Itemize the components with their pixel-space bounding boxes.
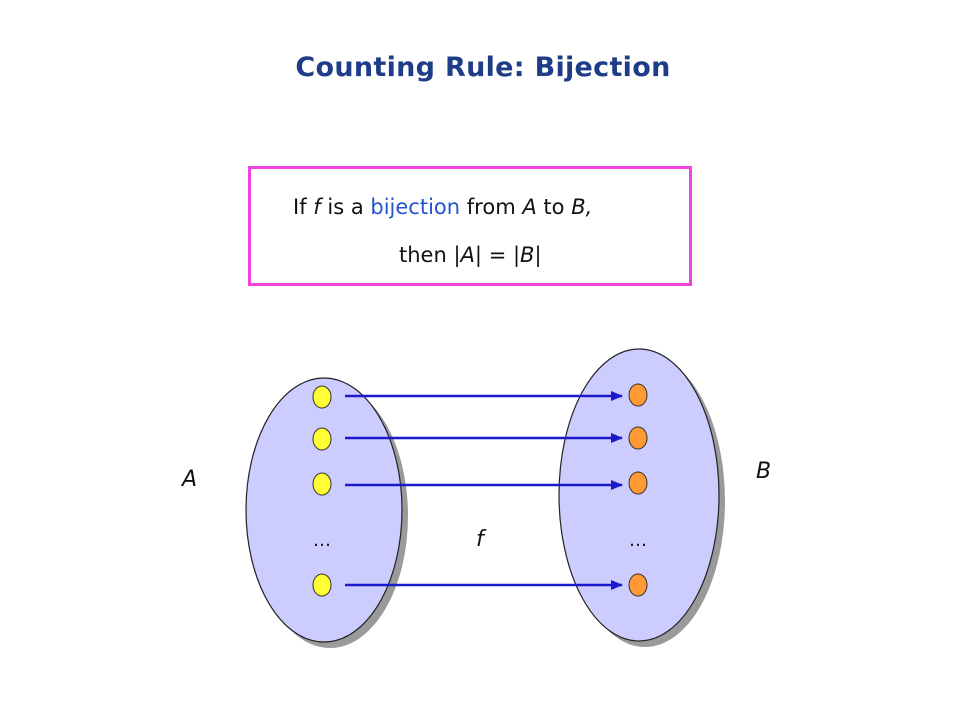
domain-point — [312, 427, 332, 451]
set-b-ellipse — [558, 348, 720, 642]
set-symbol-a: A — [522, 195, 537, 219]
cardinality-a: |A| — [453, 243, 482, 267]
word-is-a: is a — [327, 195, 364, 219]
set-symbol-b: B, — [571, 195, 593, 219]
cardinality-b: |B| — [512, 243, 542, 267]
ellipsis-set-b: … — [629, 530, 647, 551]
function-label: f — [476, 527, 487, 552]
theorem-line-2: then |A| = |B| — [251, 243, 689, 267]
codomain-point — [628, 471, 648, 495]
theorem-line-1: If f is a bijection from A to B, — [251, 195, 689, 219]
theorem-box: If f is a bijection from A to B, then |A… — [248, 166, 692, 286]
word-from: from — [466, 195, 516, 219]
codomain-point — [628, 426, 648, 450]
word-if: If — [293, 195, 307, 219]
word-then: then — [399, 243, 447, 267]
equals-sign: = — [488, 243, 507, 267]
set-a-label: A — [180, 467, 197, 492]
bijection-term: bijection — [370, 195, 461, 219]
codomain-point — [628, 573, 648, 597]
ellipsis-set-a: … — [313, 530, 331, 551]
domain-point — [312, 573, 332, 597]
codomain-point — [628, 383, 648, 407]
domain-point — [312, 472, 332, 496]
set-a-ellipse — [245, 377, 403, 643]
domain-point — [312, 385, 332, 409]
set-b-label: B — [756, 459, 771, 484]
word-to: to — [543, 195, 565, 219]
function-symbol-f: f — [313, 195, 321, 219]
slide-title: Counting Rule: Bijection — [295, 52, 671, 83]
